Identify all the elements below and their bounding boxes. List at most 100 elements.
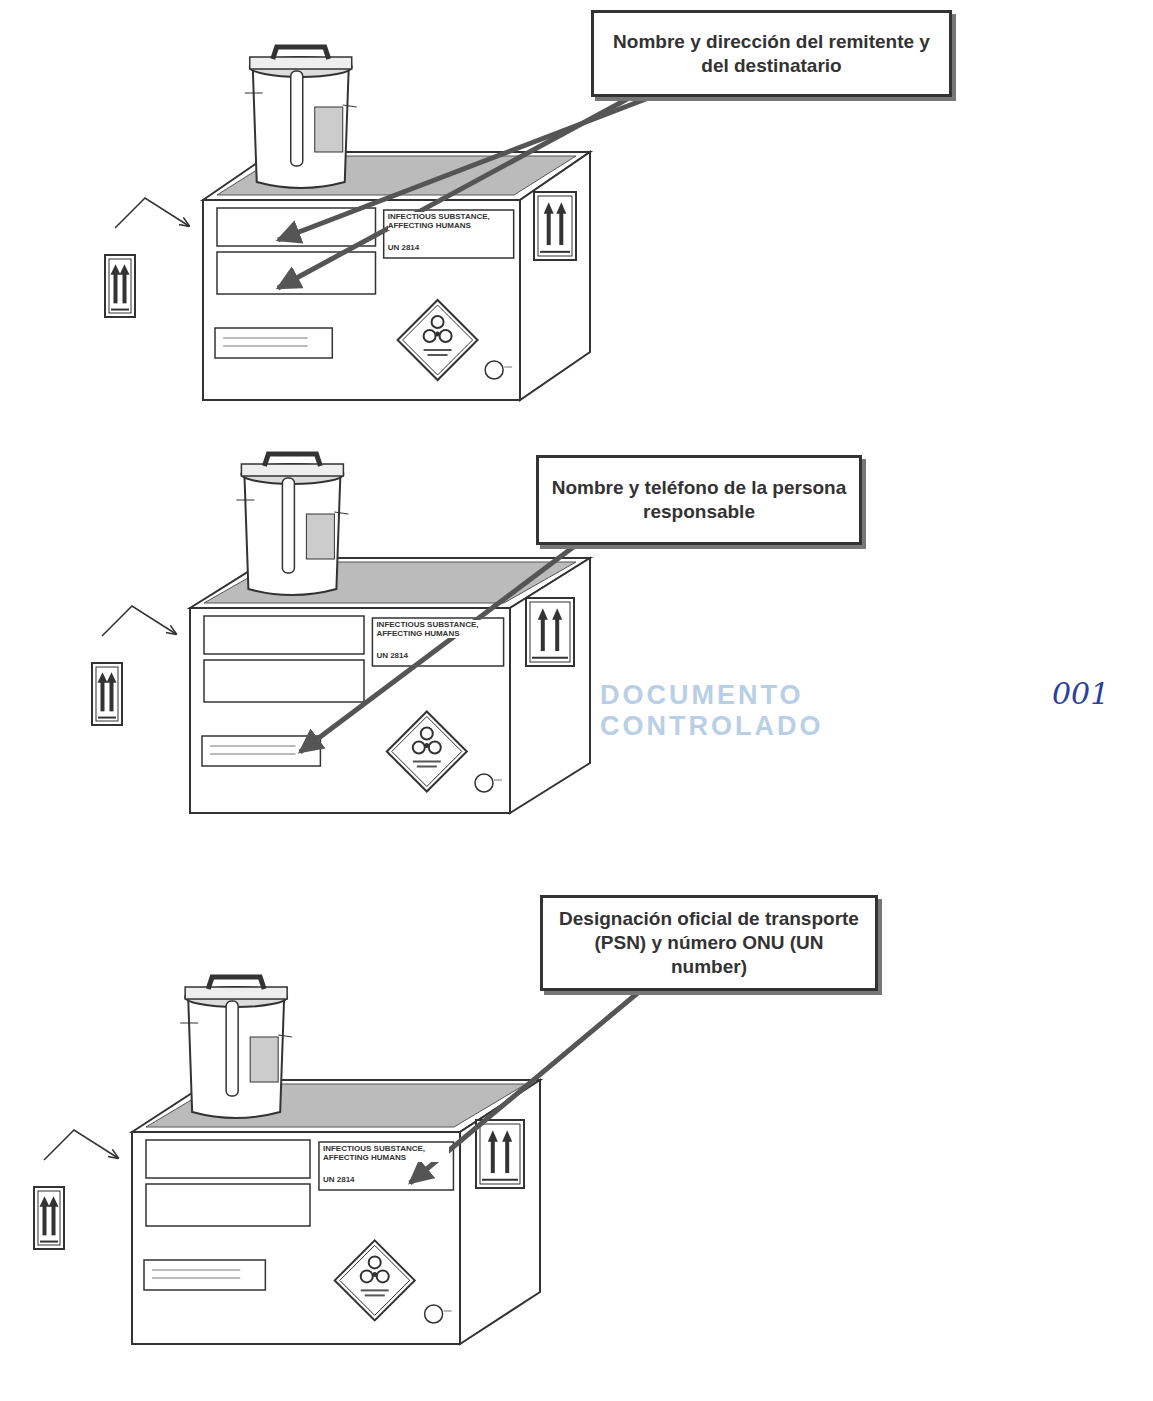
drawing-stroke	[114, 271, 118, 304]
orientation-label	[92, 663, 122, 725]
drawing-stroke	[152, 1270, 240, 1271]
drawing-stroke	[43, 1203, 47, 1236]
drawing-stroke	[377, 1270, 389, 1282]
callout-text: Nombre y teléfono de la persona responsa…	[551, 476, 847, 524]
callout-box: Nombre y teléfono de la persona responsa…	[536, 455, 862, 545]
container-handle	[208, 977, 264, 989]
box-side	[510, 558, 590, 813]
drawing-stroke	[115, 198, 189, 228]
psn-text: INFECTIOUS SUBSTANCE, AFFECTING HUMANS	[323, 1144, 449, 1162]
secondary-container	[253, 67, 349, 188]
drawing-stroke	[541, 615, 545, 651]
un-mark	[475, 774, 493, 792]
drawing-stroke	[98, 717, 116, 719]
leader-line	[278, 97, 631, 288]
drawing-stroke	[538, 196, 572, 256]
drawing-stroke	[372, 1272, 377, 1277]
callout-text: Designación oficial de transporte (PSN) …	[555, 907, 863, 978]
drawing-stroke	[120, 264, 130, 275]
box-front	[190, 608, 510, 813]
secondary-container	[244, 474, 340, 595]
hazard-diamond	[387, 712, 467, 792]
psn-text: INFECTIOUS SUBSTANCE, AFFECTING HUMANS	[388, 212, 510, 230]
drawing-stroke	[49, 1196, 59, 1207]
drawing-stroke	[504, 367, 512, 368]
drawing-stroke	[250, 57, 352, 69]
page-number: 001	[1052, 677, 1122, 712]
callout-text: Nombre y dirección del remitente y del d…	[606, 30, 937, 78]
drawing-stroke	[278, 1035, 292, 1037]
box-front	[132, 1132, 460, 1344]
watermark: DOCUMENTO CONTROLADO	[600, 680, 960, 742]
box-side	[460, 1080, 540, 1344]
drawing-stroke	[44, 1130, 118, 1160]
drawing-stroke	[98, 672, 108, 683]
primary-tube	[226, 1001, 238, 1096]
primary-tube	[291, 71, 303, 166]
drawing-stroke	[40, 1196, 50, 1207]
orientation-label	[34, 1187, 64, 1249]
drawing-stroke	[102, 606, 176, 636]
un-mark	[425, 1305, 443, 1323]
drawing-stroke	[96, 667, 118, 721]
drawing-stroke	[361, 1289, 389, 1291]
drawing-stroke	[429, 742, 441, 754]
drawing-stroke	[435, 332, 440, 337]
un-mark	[485, 361, 503, 379]
drawing-stroke	[111, 309, 129, 311]
leader-line	[300, 545, 576, 752]
psn-label	[372, 618, 503, 666]
drawing-stroke	[424, 743, 429, 748]
drawing-stroke	[424, 349, 452, 351]
drawing-stroke	[424, 330, 436, 342]
drawing-stroke	[123, 271, 127, 304]
secondary-container	[188, 997, 284, 1118]
container-handle	[264, 454, 320, 466]
drawing-stroke	[111, 264, 121, 275]
container-label	[315, 107, 343, 152]
drawing-stroke	[444, 1311, 452, 1312]
drawing-stroke	[210, 754, 296, 755]
drawing-stroke	[505, 1137, 509, 1173]
drawing-stroke	[392, 717, 462, 787]
drawing-stroke	[480, 1124, 520, 1184]
drawing-stroke	[241, 464, 343, 476]
primary-tube	[282, 478, 294, 573]
drawing-stroke	[210, 746, 296, 747]
box-side	[520, 152, 590, 400]
orientation-label	[526, 598, 574, 666]
drawing-stroke	[491, 1137, 495, 1173]
callout-box: Designación oficial de transporte (PSN) …	[540, 895, 878, 991]
container-label	[306, 514, 334, 559]
drawing-stroke	[403, 305, 473, 375]
drawing-stroke	[340, 1245, 410, 1315]
drawing-stroke	[544, 202, 554, 214]
drawing-stroke	[152, 1278, 240, 1279]
container-label	[250, 1037, 278, 1082]
drawing-stroke	[552, 608, 562, 620]
box-front	[203, 200, 520, 400]
sender-label	[204, 616, 364, 654]
drawing-stroke	[40, 1241, 58, 1243]
drawing-stroke	[52, 1203, 56, 1236]
drawing-stroke	[361, 1270, 373, 1282]
drawing-stroke	[107, 672, 117, 683]
drawing-stroke	[559, 209, 563, 245]
responsible-label	[215, 328, 332, 358]
drawing-stroke	[428, 354, 448, 356]
drawing-stroke	[530, 602, 570, 662]
psn-label	[384, 210, 514, 258]
un-number: UN 2814	[323, 1175, 363, 1184]
hazard-diamond	[335, 1240, 415, 1320]
drawing-stroke	[369, 1256, 381, 1268]
drawing-stroke	[413, 742, 425, 754]
drawing-stroke	[532, 657, 568, 659]
drawing-stroke	[343, 105, 357, 107]
callout-box: Nombre y dirección del remitente y del d…	[591, 10, 952, 97]
sender-label	[146, 1140, 310, 1178]
orientation-label	[105, 255, 135, 317]
drawing-stroke	[101, 679, 105, 712]
drawing-stroke	[417, 766, 437, 768]
package-drawing	[105, 47, 590, 400]
drawing-stroke	[421, 728, 433, 740]
